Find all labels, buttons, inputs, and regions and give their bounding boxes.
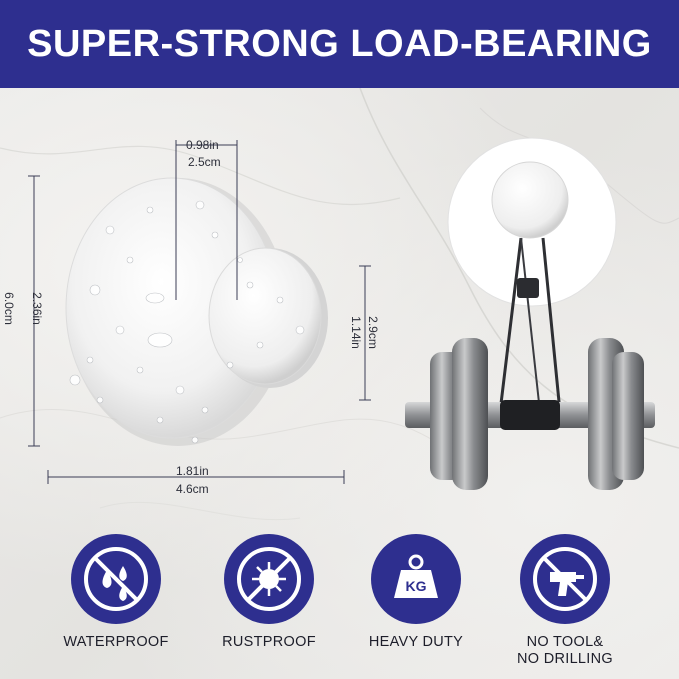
feature-label: HEAVY DUTY bbox=[368, 634, 464, 650]
no-drill-icon bbox=[533, 547, 597, 611]
heavy-duty-badge: KG bbox=[371, 534, 461, 624]
stem-width-in-label: 0.98in bbox=[186, 138, 219, 152]
feature-label: RUSTPROOF bbox=[222, 634, 316, 650]
feature-rustproof: RUSTPROOF bbox=[204, 530, 334, 651]
feature-waterproof: WATERPROOF bbox=[51, 530, 181, 651]
rustproof-badge bbox=[224, 534, 314, 624]
feature-heavy-duty: KG HEAVY DUTY bbox=[351, 530, 481, 651]
total-height-cm-label: 6.0cm bbox=[1, 292, 16, 325]
hook-with-dumbbell bbox=[405, 137, 655, 490]
banner-title: SUPER-STRONG LOAD-BEARING bbox=[27, 22, 652, 65]
total-height-in-label: 2.36in bbox=[29, 292, 44, 325]
knob-height-in-label: 1.14in bbox=[348, 316, 363, 349]
feature-badges: WATERPROOF RUSTPROOF bbox=[0, 530, 679, 679]
dimension-lines bbox=[28, 140, 371, 484]
svg-text:KG: KG bbox=[406, 578, 427, 594]
kg-weight-icon: KG bbox=[394, 554, 438, 598]
base-width-in-label: 1.81in bbox=[176, 464, 209, 478]
feature-label-line1: NO TOOL& bbox=[526, 634, 604, 650]
stem-width-cm-label: 2.5cm bbox=[188, 155, 221, 169]
feature-label-line2: NO DRILLING bbox=[517, 651, 613, 667]
no-drilling-badge bbox=[520, 534, 610, 624]
hook-front-view bbox=[65, 177, 328, 446]
base-width-cm-label: 4.6cm bbox=[176, 482, 209, 496]
knob-height-cm-label: 2.9cm bbox=[365, 316, 380, 349]
feature-label: WATERPROOF bbox=[63, 634, 169, 650]
no-bacteria-icon bbox=[237, 547, 301, 611]
header-banner: SUPER-STRONG LOAD-BEARING bbox=[0, 0, 679, 88]
feature-no-drilling: NO TOOL& NO DRILLING bbox=[500, 530, 630, 668]
feature-label: NO TOOL& NO DRILLING bbox=[500, 634, 630, 668]
water-droplets bbox=[69, 200, 305, 444]
waterproof-badge bbox=[71, 534, 161, 624]
water-drops-icon bbox=[84, 547, 148, 611]
